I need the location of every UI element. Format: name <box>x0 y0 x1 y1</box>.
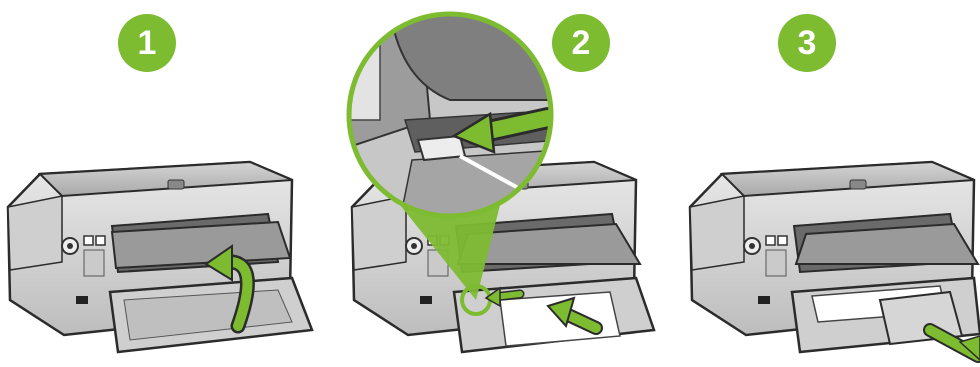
printer-step-3 <box>690 162 980 360</box>
step-3-badge: 3 <box>778 14 836 72</box>
printer-step-2 <box>340 10 654 352</box>
printer-step-1 <box>8 162 312 352</box>
step-1-badge: 1 <box>118 14 176 72</box>
hp-logo-icon <box>168 180 184 189</box>
step-2-badge: 2 <box>552 14 610 72</box>
